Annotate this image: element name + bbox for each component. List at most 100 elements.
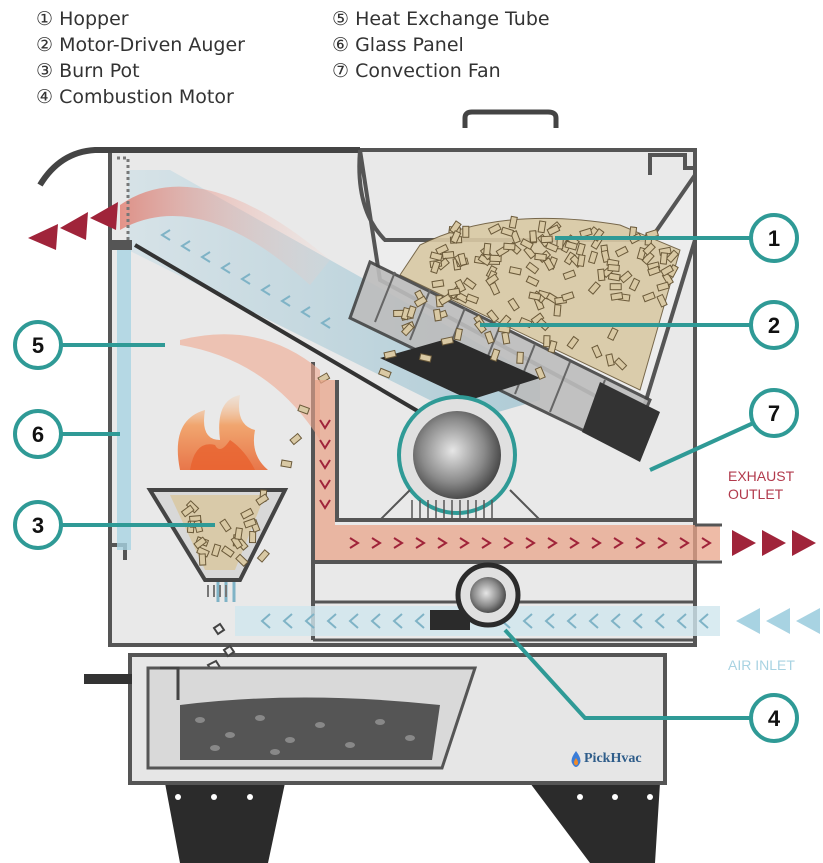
legend-item-combustion-motor: ④ Combustion Motor [36,86,234,108]
pellet [528,291,542,301]
pellet [523,245,537,260]
pellet [240,507,255,520]
pellet [211,543,222,558]
pellet [564,240,578,251]
brand-logo: PickHvac [570,751,642,767]
pellet [465,293,480,305]
callout-2: 2 [749,300,799,350]
pellets [180,215,680,567]
pellet [610,292,624,301]
pellet [553,304,562,317]
pellet [429,251,443,262]
hot-exhaust-flow [28,186,330,440]
callout-number-1: 1 [768,226,780,251]
pellet [255,493,270,506]
legend-item-hopper: ① Hopper [36,8,129,30]
callout-number-7: 7 [768,401,780,426]
pellet [546,224,561,236]
pellet [462,225,470,238]
legend-item-burn-pot: ③ Burn Pot [36,60,140,82]
pellet [507,297,520,312]
pellet [537,220,547,234]
pellet [665,249,680,264]
pellet [529,230,538,243]
pellet [378,367,392,379]
legend-item-glass-panel: ⑥ Glass Panel [332,34,464,56]
pellet [406,305,417,319]
pellet [609,283,622,291]
flame-drop-icon [571,751,581,767]
pellet [220,545,235,558]
pellet [534,366,546,381]
pellet [441,251,455,260]
pellet [641,251,655,266]
legend-item-convection-fan: ⑦ Convection Fan [332,60,501,82]
pellet [607,327,619,341]
brand-name: PickHvac [584,751,642,766]
pellet [642,242,656,256]
callout-4: 4 [749,693,799,743]
pellet [450,230,462,244]
legend-right: ⑤ Heat Exchange Tube ⑥ Glass Panel ⑦ Con… [332,6,550,84]
pellet [235,553,249,567]
pellet [543,335,551,348]
exhaust-channel [315,380,816,564]
pellet [591,344,603,359]
combustion-motor [430,562,521,630]
pellet [489,254,502,263]
pellet [433,308,442,322]
air-inlet-label: AIR INLET [728,657,795,673]
pellet [230,535,243,550]
leg-right [530,783,660,863]
pellet [576,254,586,268]
callout-7: 7 [749,388,799,438]
pellet [562,269,577,281]
callout-number-5: 5 [32,333,44,358]
motor-driven-auger [280,259,660,469]
pellet [193,536,208,550]
pellet [198,553,207,566]
pellet [400,322,415,337]
legend-left: ① Hopper ② Motor-Driven Auger ③ Burn Pot… [36,6,245,110]
exhaust-outlet-label: EXHAUST OUTLET [728,467,808,503]
callout-3: 3 [13,500,63,550]
pellet [500,226,515,237]
glass-panel [110,156,132,550]
callout-number-2: 2 [768,313,780,338]
pellet [525,275,540,287]
pellet [413,295,428,308]
pellet [587,281,601,295]
pellet [484,330,495,345]
pellet [579,227,593,238]
pellet [618,270,633,284]
pellet [656,281,670,292]
auger-motor-housing [380,338,540,400]
pellet [525,261,540,275]
callout-number-6: 6 [32,422,44,447]
pellet [540,235,553,244]
side-handle [84,674,132,684]
pellet [508,266,522,276]
pellet [647,265,661,277]
leg-left [165,783,285,863]
pellet [487,223,502,235]
stove-legs [165,783,660,863]
pellet [440,336,454,346]
pellet [180,504,195,518]
pellet [453,327,463,341]
pellet [543,257,556,272]
pellet [614,245,629,258]
pellet [483,242,492,256]
pellet [418,353,433,363]
callout-number-4: 4 [768,706,781,731]
pellet [642,291,656,303]
legend-item-auger: ② Motor-Driven Auger [36,34,245,56]
exhaust-arrows-right [732,530,816,556]
callout-5: 5 [13,320,63,370]
pellet [256,549,270,563]
pellet [508,215,518,229]
pellet [219,518,232,533]
pellet [613,357,628,371]
callout-1: 1 [749,213,799,263]
